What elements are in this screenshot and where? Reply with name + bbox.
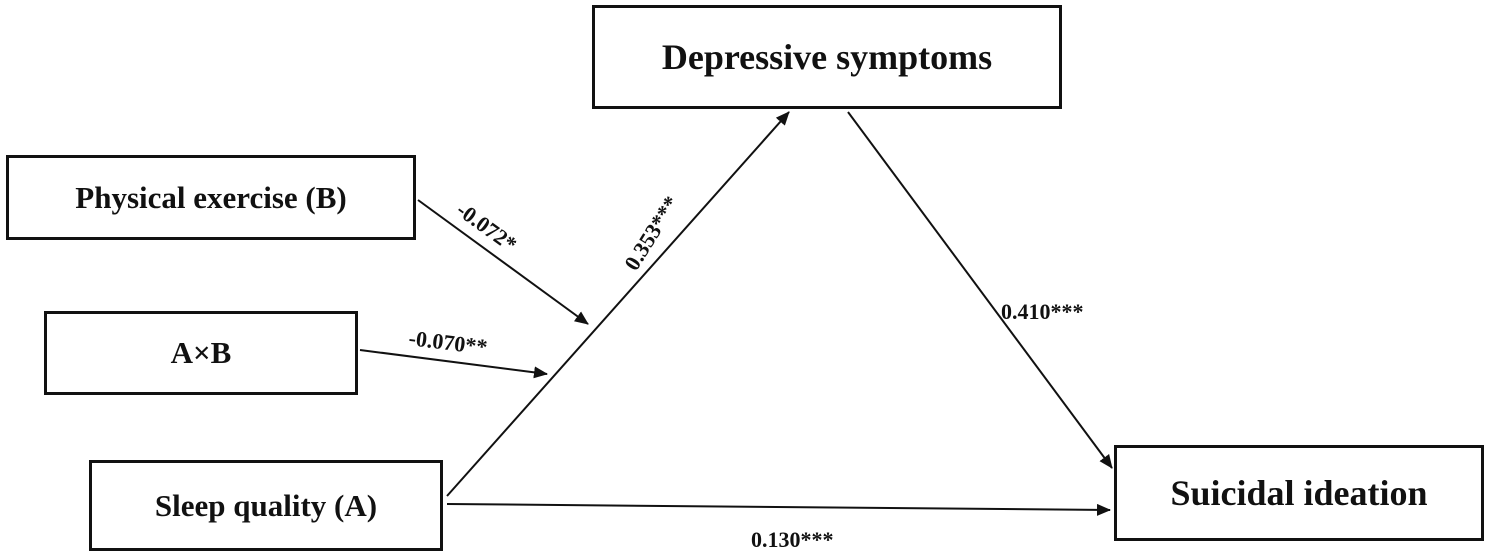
arrow-sleep-to-suicidal — [446, 503, 1111, 516]
arrow-interaction-to-path — [359, 349, 548, 379]
coef-sleep-to-suicidal: 0.130*** — [751, 527, 834, 552]
coef-depressive-to-suicidal: 0.410*** — [1001, 299, 1084, 324]
arrow-sleep-to-depressive — [446, 111, 790, 497]
arrow-depressive-to-suicidal — [847, 111, 1113, 469]
coef-interaction-to-path: -0.070** — [407, 325, 488, 359]
interaction-box: A×B — [44, 311, 358, 395]
depressive-symptoms-label: Depressive symptoms — [661, 37, 993, 77]
suicidal-ideation-box: Suicidal ideation — [1114, 445, 1484, 541]
coef-exercise-to-path: -0.072* — [452, 197, 522, 257]
physical-exercise-label: Physical exercise (B) — [75, 179, 347, 215]
interaction-label: A×B — [170, 335, 232, 370]
arrow-exercise-to-path — [417, 199, 589, 325]
physical-exercise-box: Physical exercise (B) — [6, 155, 416, 240]
coef-sleep-to-depressive: 0.353*** — [619, 191, 684, 274]
depressive-symptoms-box: Depressive symptoms — [592, 5, 1062, 109]
suicidal-ideation-label: Suicidal ideation — [1170, 473, 1428, 513]
sleep-quality-box: Sleep quality (A) — [89, 460, 443, 551]
sleep-quality-label: Sleep quality (A) — [154, 487, 378, 523]
